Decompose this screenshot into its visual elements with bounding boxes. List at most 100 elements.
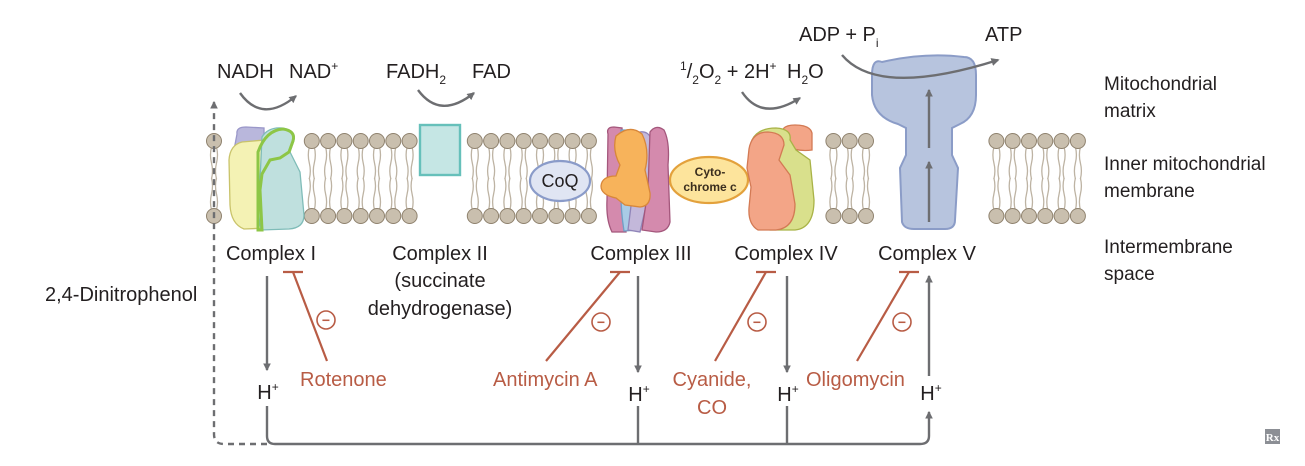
lipid-tail xyxy=(475,146,479,180)
lipid-head xyxy=(564,133,581,149)
lipid-head xyxy=(336,208,353,224)
lipid-head xyxy=(841,208,858,224)
antimycin-minus-circle xyxy=(591,312,611,332)
complex-iii-label: Complex III xyxy=(590,243,691,265)
lipid-tail xyxy=(372,177,377,211)
lipid-tail xyxy=(377,146,382,180)
lipid-tail xyxy=(345,177,349,211)
lipid-head xyxy=(1021,133,1037,149)
lipid-tail xyxy=(328,146,333,180)
lipid-tail xyxy=(1078,146,1083,180)
lipid-tail xyxy=(834,146,838,180)
lipid-head xyxy=(858,133,874,149)
lipid-tail xyxy=(1024,146,1029,180)
lipid-tail xyxy=(519,177,523,211)
lipid-tail xyxy=(214,177,219,211)
lipid-head xyxy=(515,133,532,149)
lipid-tail xyxy=(361,177,365,211)
fad-label: FAD xyxy=(472,61,511,83)
antimycin-a-label: Antimycin A xyxy=(493,369,598,391)
lipid-tail xyxy=(356,177,360,211)
lipid-head xyxy=(858,208,874,224)
lipid-head xyxy=(303,133,320,149)
cyanide-inhibition-line xyxy=(714,271,767,362)
lipid-tail xyxy=(508,177,512,211)
lipid-tail xyxy=(1046,146,1050,180)
lipid-tail xyxy=(389,146,393,180)
lipid-tail xyxy=(328,177,333,211)
rotenone-minus-sign: − xyxy=(322,312,330,328)
lipid-head xyxy=(369,208,385,224)
lipid-head xyxy=(532,208,548,224)
coq-label: CoQ xyxy=(541,171,578,191)
lipid-head xyxy=(1069,133,1086,149)
lipid-tail xyxy=(323,146,328,180)
cyanide-label-line1: Cyanide, xyxy=(673,369,752,391)
lipid-tail xyxy=(829,177,833,211)
lipid-head xyxy=(336,133,353,149)
lipid-head xyxy=(352,133,369,149)
lipid-tail xyxy=(508,146,512,180)
lipid-tail xyxy=(1029,177,1034,211)
lipid-tail xyxy=(1013,177,1017,211)
lipid-tail xyxy=(1073,177,1078,211)
lipid-head xyxy=(369,133,385,149)
cyanide-minus-sign: − xyxy=(753,314,761,330)
oligomycin-minus-sign: − xyxy=(898,314,906,330)
lipid-tail xyxy=(312,146,316,180)
lipid-tail xyxy=(486,177,491,211)
fadh2-to-fad-arrow xyxy=(417,89,475,107)
svg-text:Rx: Rx xyxy=(1266,432,1280,444)
lipid-tail xyxy=(405,146,409,180)
lipid-tail xyxy=(340,146,344,180)
complex-v-label: Complex V xyxy=(878,243,976,265)
lipid-tail xyxy=(589,177,594,211)
lipid-head xyxy=(385,208,402,224)
dinitrophenol-label: 2,4-Dinitrophenol xyxy=(45,284,197,306)
lipid-head xyxy=(320,208,337,224)
nad-plus-label: NAD+ xyxy=(289,59,338,83)
lipid-tail xyxy=(866,177,871,211)
lipid-head xyxy=(483,208,500,224)
complex-ii-label-line1: Complex II xyxy=(392,243,488,265)
lipid-tail xyxy=(340,177,344,211)
lipid-tail xyxy=(997,146,1001,180)
water-label: H2O xyxy=(787,61,824,87)
adp-to-atp-arrow xyxy=(841,54,1000,79)
oligomycin-inhibition-line xyxy=(856,271,910,362)
lipid-tail xyxy=(866,146,871,180)
lipid-tail xyxy=(345,146,349,180)
lipid-head xyxy=(1021,208,1037,224)
lipid-tail xyxy=(861,177,866,211)
lipid-tail xyxy=(503,177,507,211)
lipid-head xyxy=(401,208,418,224)
matrix-label-line2: matrix xyxy=(1104,101,1156,122)
lipid-tail xyxy=(524,177,528,211)
fadh2-label: FADH2 xyxy=(386,61,446,87)
lipid-tail xyxy=(209,177,214,211)
lipid-head xyxy=(1053,208,1070,224)
lipid-head xyxy=(385,133,402,149)
cytochrome-c-label-line1: Cyto- xyxy=(695,165,726,179)
lipid-tail xyxy=(829,146,833,180)
membrane-label-line2: membrane xyxy=(1104,181,1195,202)
rotenone-label: Rotenone xyxy=(300,369,387,391)
oligomycin-label: Oligomycin xyxy=(806,369,905,391)
lipid-head xyxy=(825,208,842,224)
lipid-tail xyxy=(410,146,414,180)
lipid-head xyxy=(303,208,320,224)
lipid-tail xyxy=(850,146,854,180)
lipid-head xyxy=(988,208,1005,224)
lipid-head xyxy=(1004,133,1021,149)
lipid-tail xyxy=(486,146,491,180)
lipid-tail xyxy=(1024,177,1029,211)
lipid-tail xyxy=(1062,177,1066,211)
lipid-tail xyxy=(1057,177,1061,211)
lipid-tail xyxy=(1078,177,1083,211)
complex-iv-label: Complex IV xyxy=(734,243,838,265)
lipid-head xyxy=(1037,208,1054,224)
antimycin-inhibition-line xyxy=(545,271,621,362)
lipid-head xyxy=(532,133,548,149)
lipid-tail xyxy=(1041,177,1045,211)
lipid-tail xyxy=(377,177,382,211)
